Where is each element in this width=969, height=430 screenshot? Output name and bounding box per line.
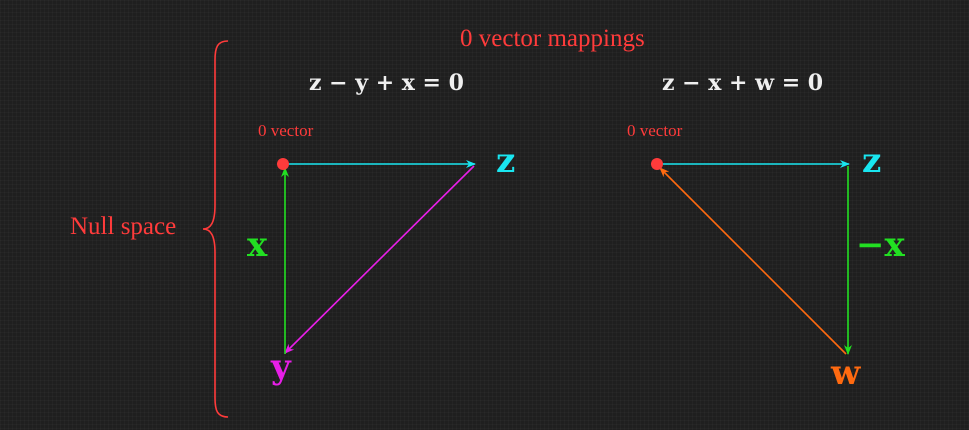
vector-w-label-right: w bbox=[831, 353, 861, 393]
zero-vector-point-right bbox=[651, 158, 663, 170]
null-space-brace bbox=[202, 40, 229, 418]
vector-y-label-left: y bbox=[271, 347, 291, 387]
zero-vector-label-right: 0 vector bbox=[627, 121, 683, 140]
equation-right: z − x + w = 0 bbox=[662, 70, 824, 96]
null-space-label: Null space bbox=[70, 213, 177, 240]
zero-vector-point-left bbox=[277, 158, 289, 170]
arrow-w-to-zero bbox=[659, 167, 847, 355]
vector-x-label-left: x bbox=[247, 225, 268, 265]
diagram-title: 0 vector mappings bbox=[460, 25, 645, 52]
arrow-z-to-y bbox=[284, 165, 475, 354]
zero-vector-label-left: 0 vector bbox=[258, 121, 314, 140]
equation-left: z − y + x = 0 bbox=[309, 70, 464, 96]
vector-neg-x-label-right: −x bbox=[856, 225, 905, 265]
vector-z-label-right: z bbox=[862, 141, 882, 181]
vector-z-label-left: z bbox=[496, 141, 516, 181]
